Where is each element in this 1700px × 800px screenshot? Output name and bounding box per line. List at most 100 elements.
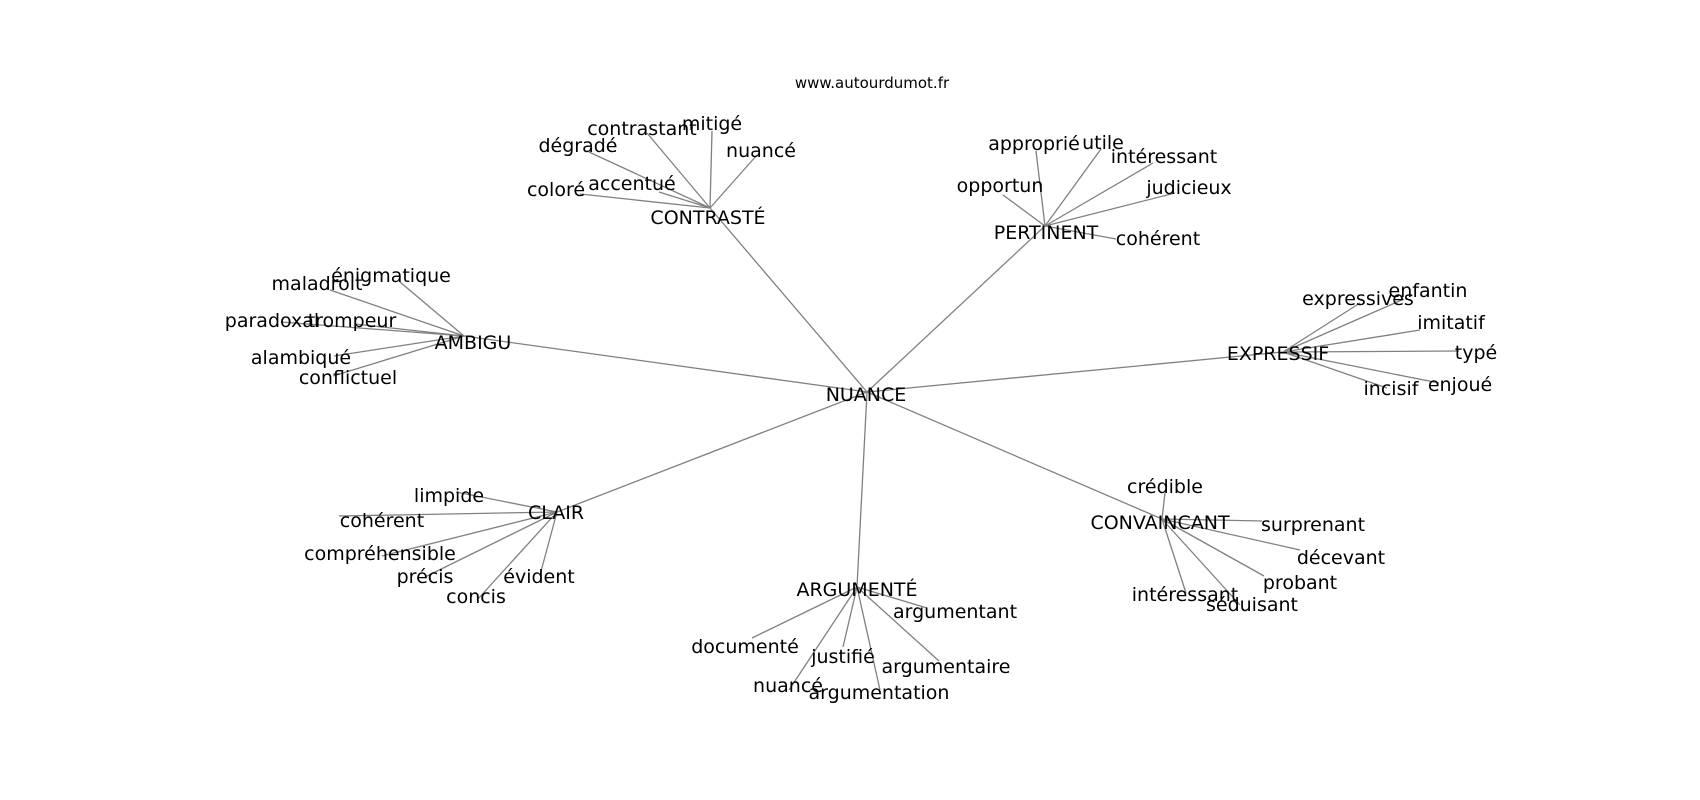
leaf-word: paradoxal	[225, 310, 319, 332]
edge-hub-to-word	[1282, 298, 1405, 353]
leaf-word: conflictuel	[299, 367, 397, 389]
edge-center-to-hub	[866, 351, 1284, 393]
edge-hub-to-word	[280, 321, 465, 337]
leaf-word: judicieux	[1145, 177, 1231, 199]
edge-center-to-hub	[866, 225, 1046, 393]
leaf-word: imitatif	[1417, 312, 1486, 334]
edge-hub-to-word	[455, 491, 558, 513]
edge-hub-to-word	[329, 289, 465, 337]
leaf-word: accentué	[588, 173, 675, 195]
edge-hub-to-word	[1044, 148, 1102, 227]
leaf-word: argumentant	[893, 601, 1017, 623]
edge-hub-to-word	[588, 151, 711, 209]
leaf-word: énigmatique	[331, 265, 451, 287]
edge-hub-to-word	[1282, 302, 1361, 353]
leaf-word: crédible	[1127, 476, 1203, 498]
leaf-word: dégradé	[538, 135, 617, 157]
edge-hub-to-word	[579, 193, 711, 209]
edge-hub-to-word	[1161, 492, 1166, 520]
edge-hub-to-word	[751, 586, 858, 639]
leaf-word: utile	[1082, 132, 1124, 154]
leaf-word: trompeur	[308, 310, 397, 332]
leaf-word: documenté	[691, 636, 799, 658]
edge-hub-to-word	[788, 586, 858, 691]
edge-hub-to-word	[1282, 351, 1440, 384]
edge-hub-to-word	[476, 511, 558, 601]
leaf-word: surprenant	[1261, 514, 1365, 536]
center-word: NUANCE	[826, 384, 907, 406]
edge-hub-to-word	[1035, 150, 1046, 227]
leaf-word: approprié	[988, 133, 1080, 155]
hub-word: ARGUMENTÉ	[796, 578, 917, 601]
edge-hub-to-word	[842, 586, 858, 648]
leaf-word: incisif	[1364, 378, 1420, 400]
edge-center-to-hub	[556, 391, 868, 513]
edge-hub-to-word	[338, 511, 558, 517]
leaf-word: précis	[397, 566, 454, 588]
leaf-word: décevant	[1297, 547, 1385, 569]
edge-hub-to-word	[1161, 518, 1301, 551]
edge-center-to-hub	[866, 391, 1163, 520]
edge-hub-to-word	[424, 511, 558, 578]
edge-hub-to-word	[1282, 351, 1388, 389]
edge-hub-to-word	[1282, 350, 1460, 353]
leaf-word: alambiqué	[251, 347, 351, 369]
edge-center-to-hub	[463, 335, 868, 393]
leaf-word: opportun	[957, 175, 1044, 197]
edge-center-to-hub	[709, 207, 868, 393]
edge-hub-to-word	[332, 335, 465, 377]
leaf-word: coloré	[527, 179, 585, 201]
leaf-word: enjoué	[1428, 374, 1492, 396]
hub-word: AMBIGU	[435, 332, 512, 354]
hub-word: PERTINENT	[994, 222, 1099, 244]
leaf-word: séduisant	[1206, 594, 1298, 616]
edge-hub-to-word	[856, 586, 940, 662]
leaf-word: cohérent	[1116, 228, 1200, 250]
leaf-word: typé	[1455, 342, 1497, 364]
leaf-word: argumentaire	[882, 656, 1011, 678]
edge-hub-to-word	[381, 511, 558, 557]
leaf-word: contrastant	[587, 118, 697, 140]
leaf-word: intéressant	[1132, 584, 1238, 606]
leaf-word: nuancé	[753, 675, 823, 697]
edge-hub-to-word	[709, 154, 758, 209]
edge-hub-to-word	[856, 586, 928, 609]
edge-hub-to-word	[658, 191, 711, 209]
edge-hub-to-word	[354, 323, 465, 337]
edge-hub-to-word	[399, 281, 465, 337]
leaf-word: évident	[503, 566, 574, 588]
edge-hub-to-word	[1282, 329, 1421, 353]
edge-hub-to-word	[856, 586, 881, 691]
leaf-word: cohérent	[340, 510, 424, 532]
leaf-word: enfantin	[1389, 280, 1468, 302]
edge-hub-to-word	[1161, 518, 1187, 594]
hub-word: CONVAINCANT	[1090, 512, 1230, 534]
edge-hub-to-word	[1161, 518, 1265, 577]
hub-word: EXPRESSIF	[1227, 343, 1329, 365]
leaf-word: justifié	[810, 646, 875, 668]
edge-hub-to-word	[1002, 194, 1046, 227]
edge-hub-to-word	[1161, 518, 1263, 522]
leaf-word: limpide	[414, 485, 484, 507]
edge-center-to-hub	[856, 391, 868, 588]
leaf-word: expressives	[1302, 288, 1414, 310]
leaf-word: maladroit	[272, 273, 363, 295]
edge-hub-to-word	[1044, 225, 1117, 240]
leaf-word: concis	[446, 586, 506, 608]
leaf-word: nuancé	[726, 140, 796, 162]
edge-hub-to-word	[646, 132, 711, 209]
leaf-word: intéressant	[1111, 146, 1217, 168]
leaf-word: argumentation	[809, 682, 950, 704]
edge-hub-to-word	[333, 335, 465, 357]
source-url: www.autourdumot.fr	[795, 74, 950, 92]
edge-hub-to-word	[1044, 192, 1176, 227]
leaf-word: probant	[1263, 572, 1337, 594]
edge-hub-to-word	[1161, 518, 1241, 606]
edge-hub-to-word	[539, 511, 558, 576]
hub-word: CLAIR	[528, 502, 584, 524]
edge-hub-to-word	[709, 130, 713, 209]
hub-word: CONTRASTÉ	[650, 206, 765, 229]
leaf-word: compréhensible	[304, 543, 456, 565]
